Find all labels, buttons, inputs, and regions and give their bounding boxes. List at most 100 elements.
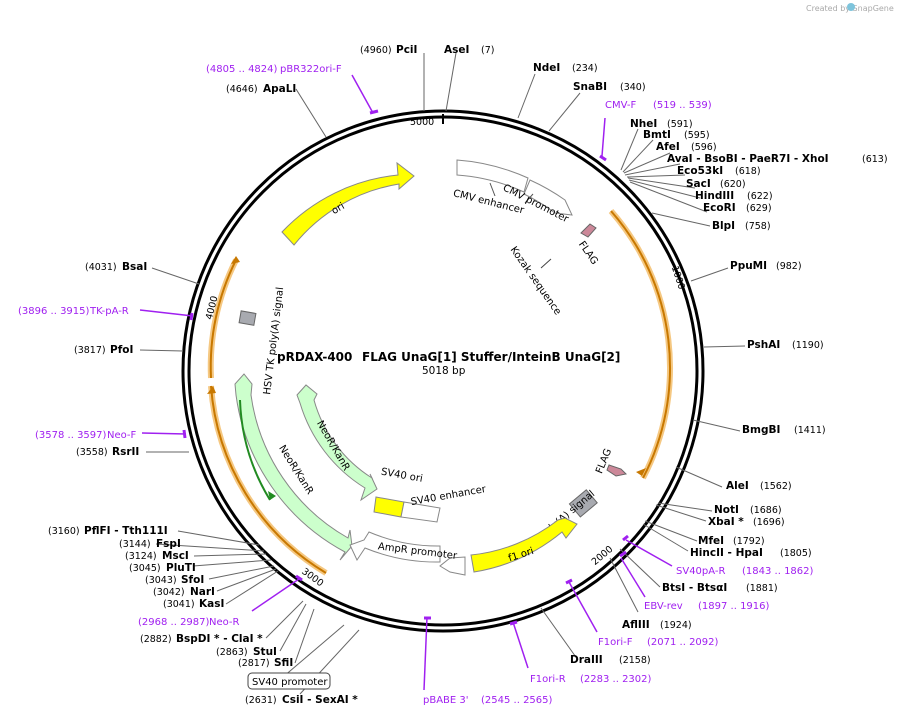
enzyme-ndei: NdeI <box>533 62 560 74</box>
svg-text:(4805 .. 4824): (4805 .. 4824) <box>206 64 278 75</box>
svg-text:(1924): (1924) <box>660 620 692 631</box>
svg-text:(4960): (4960) <box>360 45 392 56</box>
enzyme-snabi: SnaBI <box>573 81 607 93</box>
svg-text:(1686): (1686) <box>750 505 782 516</box>
orf-arc-right-core <box>610 210 671 479</box>
primer-f1ori-r: F1ori-R <box>530 674 566 685</box>
svg-text:(2158): (2158) <box>619 655 651 666</box>
cmv-promoter-feature <box>523 179 573 216</box>
svg-text:(3042): (3042) <box>153 587 185 598</box>
enzyme-nari: NarI <box>190 586 215 598</box>
svg-text:(2545 .. 2565): (2545 .. 2565) <box>481 695 553 706</box>
svg-text:(3124): (3124) <box>125 551 157 562</box>
svg-text:(613): (613) <box>862 154 888 165</box>
svg-text:(519 .. 539): (519 .. 539) <box>653 100 712 111</box>
svg-text:(7): (7) <box>481 45 494 56</box>
svg-text:(620): (620) <box>720 179 746 190</box>
orf-arc-left-top-core <box>209 259 237 379</box>
enzyme-sfii: SfiI <box>274 657 293 669</box>
enzyme-bsai: BsaI <box>122 261 147 273</box>
tick-2000: 2000 <box>590 544 616 568</box>
svg-text:(2968 .. 2987): (2968 .. 2987) <box>138 617 210 628</box>
enzyme-asei: AseI <box>444 44 469 56</box>
svg-text:(591): (591) <box>667 119 693 130</box>
enzyme-mfei: MfeI <box>698 535 724 547</box>
primer-tk-pa-r: TK-pA-R <box>89 306 129 317</box>
svg-text:(340): (340) <box>620 82 646 93</box>
enzyme-pcii: PciI <box>396 44 417 56</box>
f1-ori-feature <box>470 517 578 573</box>
enzyme-avai-group: AvaI - BsoBI - PaeR7I - XhoI <box>667 153 829 165</box>
enzymes-left: PciI (4960) AseI (7) ApaLI (4646) BsaI (… <box>48 44 494 706</box>
enzyme-afliii: AflIII <box>622 619 650 631</box>
enzyme-bmgbi: BmgBI <box>742 424 780 436</box>
sv40-promoter-label-box <box>247 672 331 690</box>
sv40-polya-feature <box>568 489 598 518</box>
primer-cmv-f: CMV-F <box>605 100 636 111</box>
svg-text:(595): (595) <box>684 130 710 141</box>
enzyme-alei: AleI <box>726 480 749 492</box>
flag-label-1: FLAG <box>576 239 600 267</box>
plasmid-name: pRDAX-400 <box>277 350 352 364</box>
primer-f1ori-f: F1ori-F <box>598 637 633 648</box>
backbone-outer <box>181 109 705 633</box>
enzyme-msci: MscI <box>162 550 189 562</box>
neor-kanr-outer-core <box>239 399 271 501</box>
primer-neo-r: Neo-R <box>209 617 240 628</box>
svg-text:(2817): (2817) <box>238 658 270 669</box>
svg-text:(3896 .. 3915): (3896 .. 3915) <box>18 306 90 317</box>
enzyme-pflfi-tth111i: PflFI - Tth111I <box>84 525 168 537</box>
orf-arrowhead-left <box>207 386 216 394</box>
primer-pbabe-3: pBABE 3' <box>423 695 469 706</box>
plasmid-description: FLAG UnaG[1] Stuffer/InteinB UnaG[2] <box>362 350 620 364</box>
svg-text:(3817): (3817) <box>74 345 106 356</box>
sv40-promoter-label: SV40 promoter <box>252 677 328 688</box>
ampr-promoter-feature <box>349 531 441 563</box>
svg-text:(1897 .. 1916): (1897 .. 1916) <box>698 601 770 612</box>
snapgene-logo-icon <box>847 3 855 11</box>
hsv-tk-polya-label: HSV TK poly(A) signal <box>262 287 286 396</box>
flag-feature-1 <box>580 223 597 238</box>
svg-text:(1792): (1792) <box>733 536 765 547</box>
tick-5000: 5000 <box>410 117 434 128</box>
svg-text:(2631): (2631) <box>245 695 277 706</box>
svg-text:(1190): (1190) <box>792 340 824 351</box>
enzyme-rsrii: RsrII <box>112 446 139 458</box>
primer-ebv-rev: EBV-rev <box>644 601 683 612</box>
neor-kanr-outer-feature <box>234 373 353 561</box>
neor-kanr-arrowhead <box>268 491 276 500</box>
enzyme-draiii: DraIII <box>570 654 603 666</box>
svg-text:(596): (596) <box>691 142 717 153</box>
enzyme-nhei: NheI <box>630 118 657 130</box>
neor-kanr-inner-label: NeoR/KanR <box>314 419 351 473</box>
enzyme-btsi: BtsI - BtsαI <box>662 582 727 594</box>
enzymes-right: NdeI (234) SnaBI (340) NheI (591) BmtI (… <box>533 62 888 666</box>
primer-sv40pa-r: SV40pA-R <box>676 566 725 577</box>
tick-1000: 1000 <box>669 264 687 290</box>
svg-text:(1696): (1696) <box>753 517 785 528</box>
enzyme-blpi: BlpI <box>712 220 735 232</box>
svg-text:(234): (234) <box>572 63 598 74</box>
svg-text:(629): (629) <box>746 203 772 214</box>
svg-text:(3160): (3160) <box>48 526 80 537</box>
enzyme-leader-lines <box>139 52 746 695</box>
primer-labels: (4805 .. 4824) pBR322ori-F CMV-F (519 ..… <box>18 64 814 706</box>
svg-text:(622): (622) <box>747 191 773 202</box>
svg-text:(3144): (3144) <box>119 539 151 550</box>
enzyme-pfoi: PfoI <box>110 344 133 356</box>
primer-pbr322ori-f: pBR322ori-F <box>280 64 342 75</box>
enzyme-afei: AfeI <box>656 141 680 153</box>
neor-kanr-inner-feature <box>296 384 378 502</box>
svg-text:(618): (618) <box>735 166 761 177</box>
sv40-ori-feature <box>373 496 405 518</box>
orf-arc-left-core <box>210 385 327 574</box>
sv40-ori-label: SV40 ori <box>380 467 423 485</box>
orf-arrowhead-right <box>636 468 646 476</box>
svg-text:(1843 .. 1862): (1843 .. 1862) <box>742 566 814 577</box>
enzyme-xbai: XbaI * <box>708 516 744 528</box>
enzyme-apali: ApaLI <box>263 83 296 95</box>
cmv-enhancer-feature <box>456 159 529 193</box>
enzyme-ppumi: PpuMI <box>730 260 767 272</box>
enzyme-kasi: KasI <box>199 598 224 610</box>
